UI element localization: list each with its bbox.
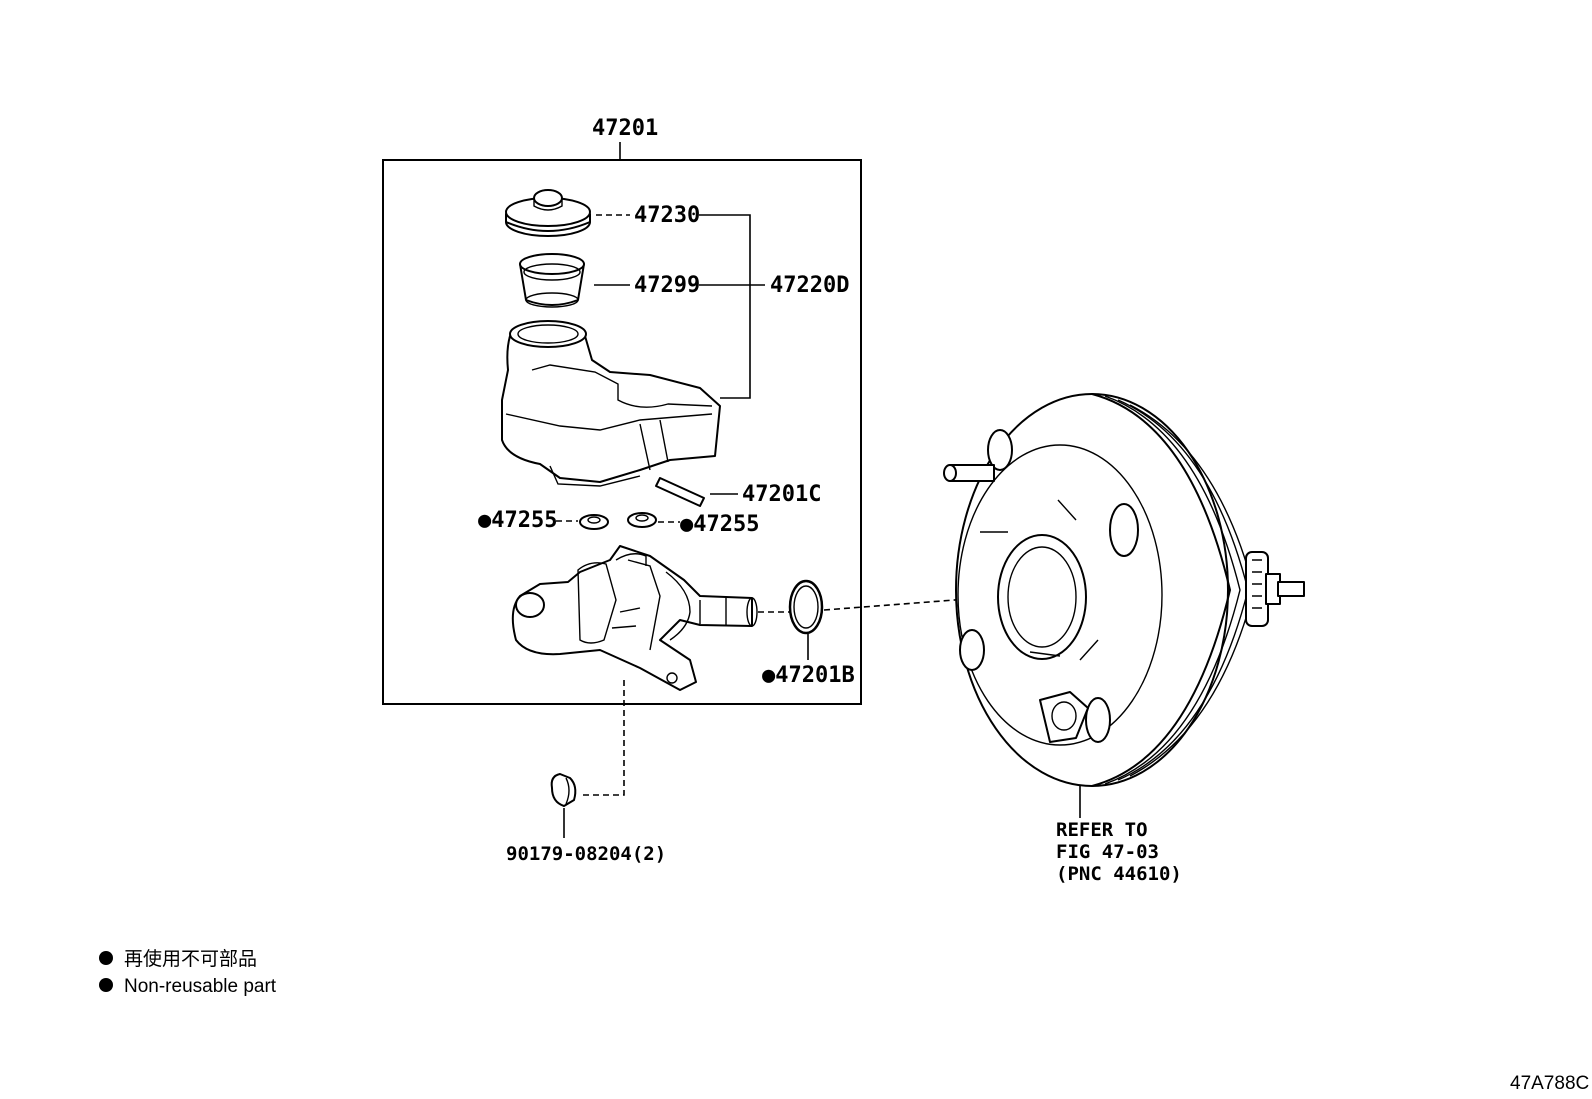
callout-nut[interactable]: 90179-08204(2) xyxy=(506,843,666,865)
callout-assembly[interactable]: 47201 xyxy=(592,116,658,141)
booster-ref-line3[interactable]: (PNC 44610) xyxy=(1056,863,1182,885)
assembly-frame xyxy=(382,159,862,705)
callout-pin[interactable]: 47201C xyxy=(742,482,821,507)
callout-grommet-left[interactable]: ●47255 xyxy=(478,508,557,533)
legend-text-en: Non-reusable part xyxy=(124,976,277,997)
reservoir-bracket xyxy=(699,214,751,399)
legend: 再使用不可部品 Non-reusable part xyxy=(99,948,277,997)
reservoir-pin[interactable] xyxy=(655,477,705,507)
reservoir-strainer[interactable] xyxy=(519,253,585,308)
brake-booster[interactable] xyxy=(943,393,1305,787)
legend-bullet-2 xyxy=(99,978,113,992)
legend-text-jp: 再使用不可部品 xyxy=(124,948,257,970)
legend-bullet-1 xyxy=(99,951,113,965)
callout-cap[interactable]: 47230 xyxy=(634,203,700,228)
flange-nut[interactable] xyxy=(550,773,577,807)
grommet-left[interactable] xyxy=(579,514,609,530)
booster-ref-line2[interactable]: FIG 47-03 xyxy=(1056,841,1159,863)
callout-o-ring[interactable]: ●47201B xyxy=(762,663,855,688)
booster-ref-line1[interactable]: REFER TO xyxy=(1056,819,1148,841)
reservoir-cap[interactable] xyxy=(505,189,591,237)
o-ring[interactable] xyxy=(788,579,824,635)
callout-grommet-right[interactable]: ●47255 xyxy=(680,512,759,537)
master-cylinder[interactable] xyxy=(511,545,758,691)
callout-strainer[interactable]: 47299 xyxy=(634,273,700,298)
brake-reservoir[interactable] xyxy=(501,320,721,487)
callout-reservoir-sub[interactable]: 47220D xyxy=(770,273,849,298)
grommet-right[interactable] xyxy=(627,512,657,528)
figure-code: 47A788C xyxy=(1510,1073,1589,1094)
nut-dashed-leader xyxy=(582,680,625,796)
